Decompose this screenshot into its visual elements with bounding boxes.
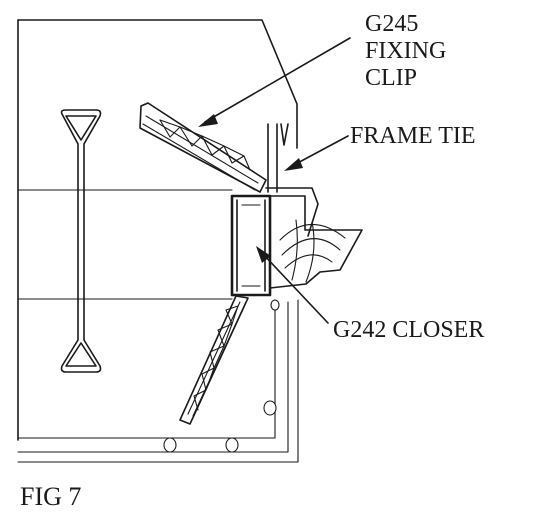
label-closer: G242 CLOSER <box>333 317 484 343</box>
closer-block <box>230 194 272 297</box>
label-frame-tie: FRAME TIE <box>350 123 476 149</box>
block-course-lines <box>17 189 233 300</box>
figure-caption: FIG 7 <box>20 482 81 511</box>
wall-outline <box>17 19 299 463</box>
arrowhead-frame-tie <box>284 158 303 171</box>
frame-tie <box>265 123 319 237</box>
upper-fixing-clip <box>139 102 267 193</box>
label-fixing-clip-line1: FIXING <box>365 38 446 64</box>
label-fixing-clip-line2: CLIP <box>365 65 417 91</box>
fixing-pins <box>163 299 280 453</box>
wall-tie <box>60 109 102 373</box>
arrowhead-fixing-clip <box>198 114 218 127</box>
window-frame-profile <box>269 195 363 289</box>
label-fixing-clip-code: G245 <box>365 11 418 37</box>
arrowhead-closer <box>256 246 271 263</box>
leader-arrows <box>198 37 351 324</box>
lower-fixing-clip <box>179 295 249 425</box>
